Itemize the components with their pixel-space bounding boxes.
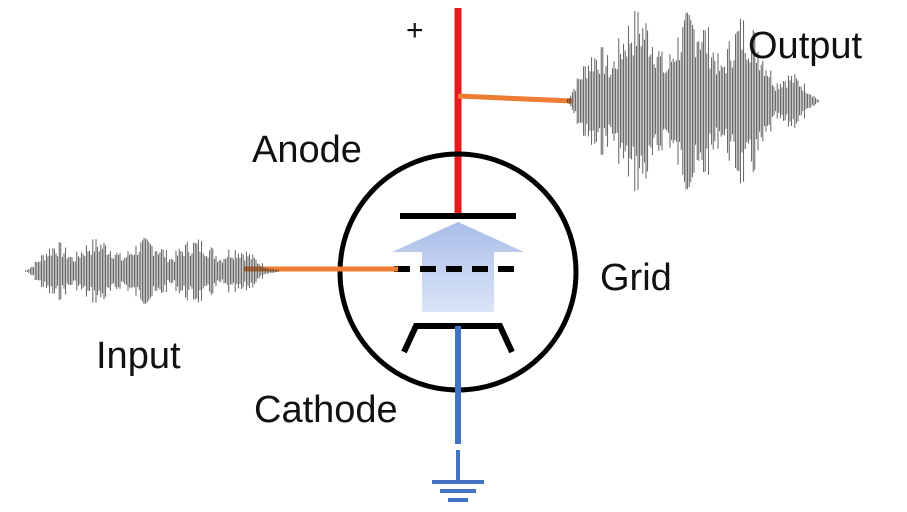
grid-label: Grid — [600, 257, 672, 299]
output-label: Output — [748, 25, 863, 67]
ground-symbol — [432, 450, 484, 502]
output-wire — [457, 93, 573, 104]
cathode-label: Cathode — [254, 389, 398, 431]
input-waveform — [25, 237, 279, 305]
anode-plus-label: + — [406, 14, 424, 47]
output-waveform — [567, 10, 820, 192]
input-label: Input — [96, 335, 181, 377]
anode-label: Anode — [252, 129, 362, 171]
